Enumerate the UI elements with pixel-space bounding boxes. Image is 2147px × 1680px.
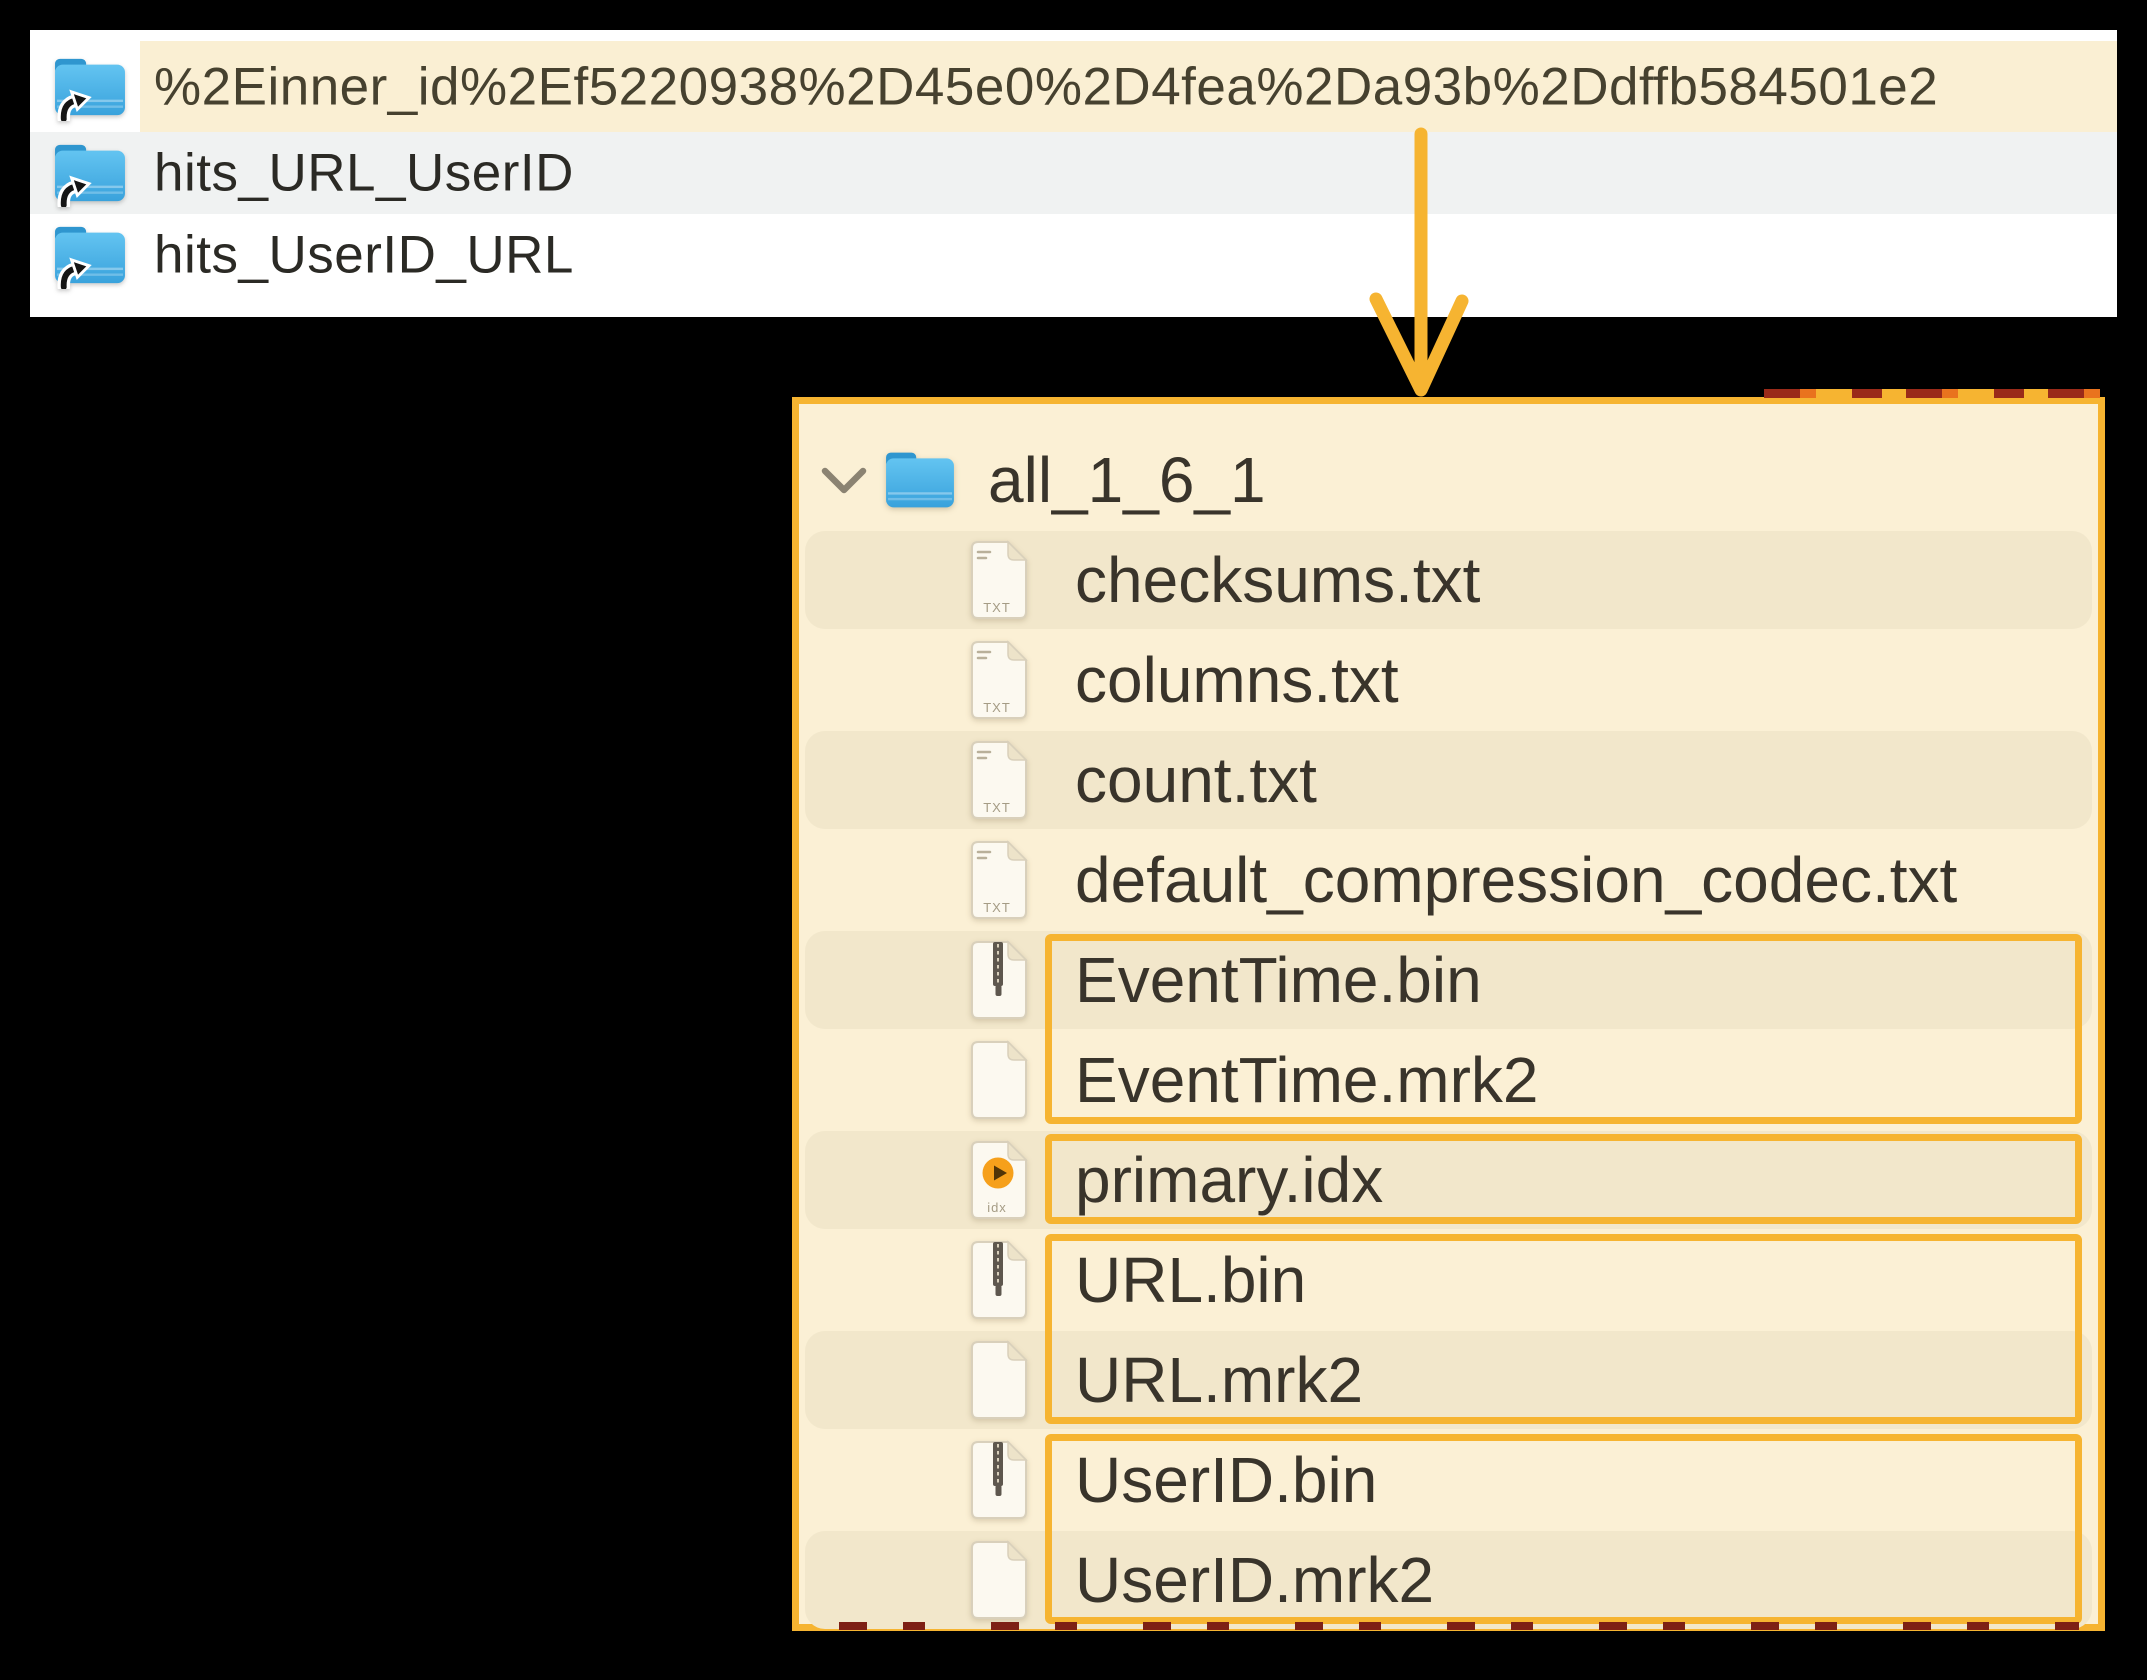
svg-text:TXT: TXT (983, 600, 1011, 615)
file-name: primary.idx (1075, 1144, 1384, 1216)
svg-text:TXT: TXT (983, 800, 1011, 815)
bin-file-icon (966, 1438, 1032, 1522)
file-name: UserID.mrk2 (1075, 1544, 1435, 1616)
mrk2-file-icon (966, 1038, 1032, 1122)
svg-text:idx: idx (987, 1200, 1007, 1215)
finder-row[interactable]: %2Einner_id%2Ef5220938%2D45e0%2D4fea%2Da… (30, 41, 2117, 132)
folder-alias-icon (52, 221, 128, 294)
tree-row[interactable]: EventTime.mrk2 (799, 1030, 2098, 1130)
file-name: count.txt (1075, 744, 1317, 816)
finder-rows: %2Einner_id%2Ef5220938%2D45e0%2D4fea%2Da… (30, 30, 2117, 296)
txt-file-icon: TXT (966, 838, 1032, 922)
file-name: checksums.txt (1075, 544, 1481, 616)
file-name: columns.txt (1075, 644, 1399, 716)
selection-highlight (140, 41, 2117, 132)
folder-alias-icon (52, 53, 128, 125)
finder-item-label: %2Einner_id%2Ef5220938%2D45e0%2D4fea%2Da… (154, 57, 1939, 116)
finder-item-label: hits_URL_UserID (154, 143, 574, 203)
tree-row[interactable]: URL.mrk2 (799, 1330, 2098, 1430)
tree-row[interactable]: TXT count.txt (799, 730, 2098, 830)
finder-list-panel: %2Einner_id%2Ef5220938%2D45e0%2D4fea%2Da… (30, 30, 2117, 317)
tree-row[interactable]: URL.bin (799, 1230, 2098, 1330)
txt-file-icon: TXT (966, 738, 1032, 822)
folder-icon (883, 447, 957, 513)
file-name: URL.mrk2 (1075, 1344, 1364, 1416)
bin-file-icon (966, 938, 1032, 1022)
finder-row[interactable]: hits_UserID_URL (30, 214, 2117, 296)
mrk2-file-icon (966, 1338, 1032, 1422)
idx-file-icon: idx (966, 1138, 1032, 1222)
mrk2-file-icon (966, 1538, 1032, 1622)
chevron-down-icon[interactable] (819, 464, 869, 496)
file-name: EventTime.mrk2 (1075, 1044, 1539, 1116)
txt-file-icon: TXT (966, 538, 1032, 622)
file-name: URL.bin (1075, 1244, 1307, 1316)
tree-row[interactable]: TXT checksums.txt (799, 530, 2098, 630)
tree-row[interactable]: TXT columns.txt (799, 630, 2098, 730)
tree-row[interactable]: EventTime.bin (799, 930, 2098, 1030)
svg-text:TXT: TXT (983, 900, 1011, 915)
file-name: UserID.bin (1075, 1444, 1378, 1516)
folder-alias-icon (52, 139, 128, 212)
tree-row[interactable]: UserID.bin (799, 1430, 2098, 1530)
tree-row[interactable]: idx primary.idx (799, 1130, 2098, 1230)
tree-row-root[interactable]: all_1_6_1 (799, 430, 2098, 530)
file-name: default_compression_codec.txt (1075, 844, 1958, 916)
txt-file-icon: TXT (966, 638, 1032, 722)
finder-item-label: hits_UserID_URL (154, 225, 574, 285)
tree-row[interactable]: TXT default_compression_codec.txt (799, 830, 2098, 930)
root-folder-name: all_1_6_1 (988, 444, 1266, 516)
tree-row[interactable]: UserID.mrk2 (799, 1530, 2098, 1630)
bin-file-icon (966, 1238, 1032, 1322)
finder-row[interactable]: hits_URL_UserID (30, 132, 2117, 214)
svg-text:TXT: TXT (983, 700, 1011, 715)
file-name: EventTime.bin (1075, 944, 1482, 1016)
